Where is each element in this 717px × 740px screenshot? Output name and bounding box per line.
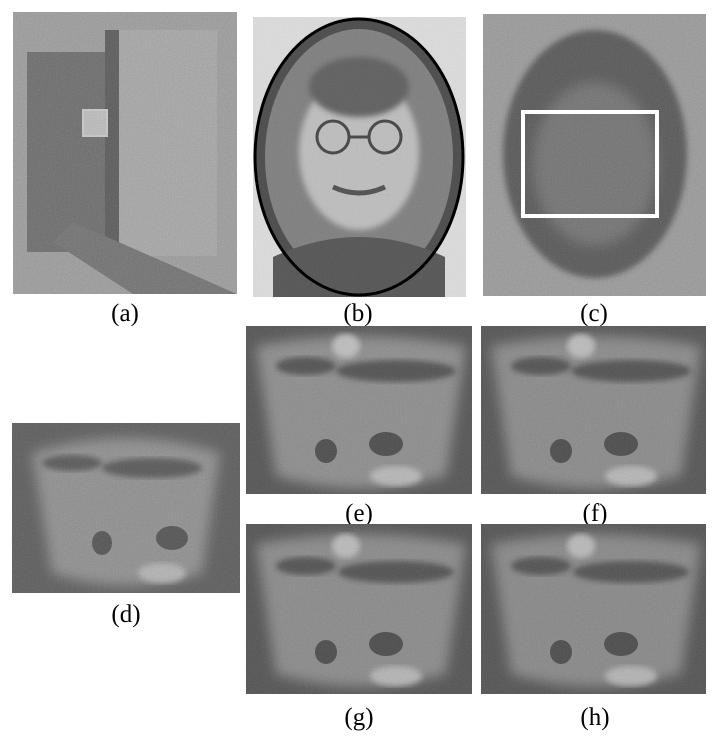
panel-e-result (246, 326, 472, 494)
panel-c-detection (483, 14, 706, 296)
caption-b: (b) (343, 300, 373, 327)
panel-f-result (481, 326, 706, 494)
caption-h: (h) (580, 704, 610, 731)
face-crop-image (12, 423, 240, 593)
result-image-e (246, 326, 472, 494)
portrait-image (253, 17, 466, 297)
caption-c: (c) (580, 300, 608, 327)
panel-g-result (246, 524, 472, 694)
detection-image (483, 14, 706, 296)
panel-h-result (481, 524, 706, 694)
panel-b-portrait (253, 17, 466, 297)
panel-d-face-crop (12, 423, 240, 593)
result-image-f (481, 326, 706, 494)
detection-box (521, 110, 659, 218)
caption-a: (a) (111, 300, 139, 327)
caption-g: (g) (344, 704, 374, 731)
caption-d: (d) (111, 601, 141, 628)
result-image-g (246, 524, 472, 694)
result-image-h (481, 524, 706, 694)
caption-f: (f) (582, 500, 608, 527)
scene-image (13, 12, 237, 294)
caption-e: (e) (345, 500, 373, 527)
panel-a-scene (13, 12, 237, 294)
